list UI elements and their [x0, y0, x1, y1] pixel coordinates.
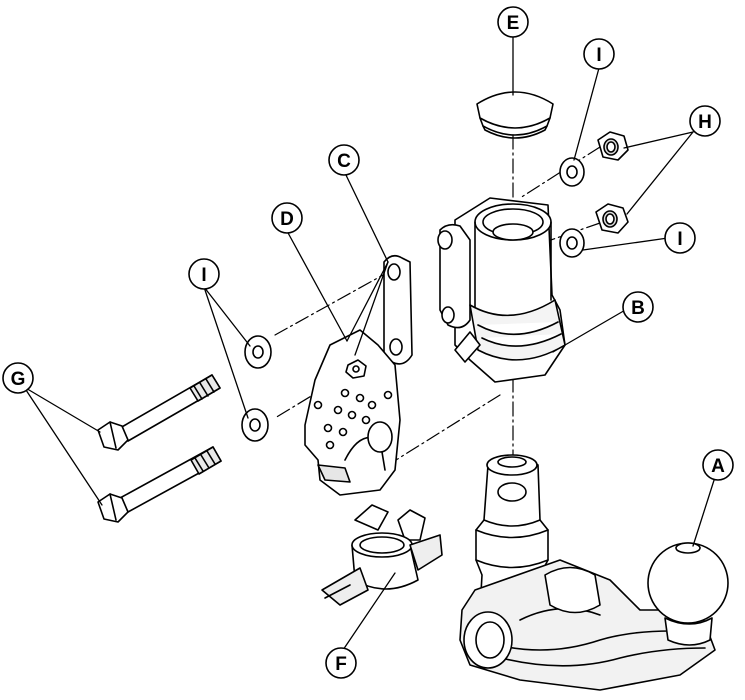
callout-i-right-label: I — [677, 229, 682, 250]
nut-h-upper — [597, 131, 629, 161]
callout-a: A — [702, 449, 734, 481]
washer-i-upper-right — [559, 157, 585, 187]
housing-part-b — [437, 197, 566, 383]
callout-a-label: A — [711, 456, 725, 477]
callout-d: D — [271, 202, 303, 234]
callout-h-label: H — [698, 112, 712, 133]
nut-h-lower — [595, 203, 629, 234]
washer-i-left-lower — [241, 408, 269, 442]
callout-c: C — [328, 144, 360, 176]
callout-h: H — [689, 105, 721, 137]
callout-i-left: I — [188, 258, 220, 290]
cap-part-e — [476, 91, 554, 139]
callout-e-label: E — [507, 13, 520, 34]
tow-ball-arm-part-a — [459, 454, 729, 691]
callout-i-left-label: I — [201, 265, 206, 286]
callout-c-label: C — [337, 151, 351, 172]
callout-b: B — [622, 291, 654, 323]
callout-g: G — [2, 362, 34, 394]
socket-bracket-part-f — [321, 504, 443, 606]
callout-i-top: I — [583, 38, 615, 70]
washer-i-left-upper — [244, 335, 272, 369]
callout-b-label: B — [631, 298, 645, 319]
bolt-g-lower — [97, 446, 222, 523]
callout-e: E — [497, 6, 529, 38]
callout-i-right: I — [664, 222, 696, 254]
spacer-plate-part-c — [383, 254, 413, 365]
leader-lines — [23, 33, 717, 651]
callout-f: F — [325, 647, 357, 679]
mounting-bracket-part-d — [304, 329, 401, 496]
callout-f-label: F — [335, 654, 347, 675]
bolt-g-upper — [97, 374, 221, 451]
washer-i-lower-right — [559, 228, 585, 258]
callout-g-label: G — [11, 369, 26, 390]
callout-d-label: D — [280, 209, 294, 230]
callout-i-top-label: I — [596, 45, 601, 66]
